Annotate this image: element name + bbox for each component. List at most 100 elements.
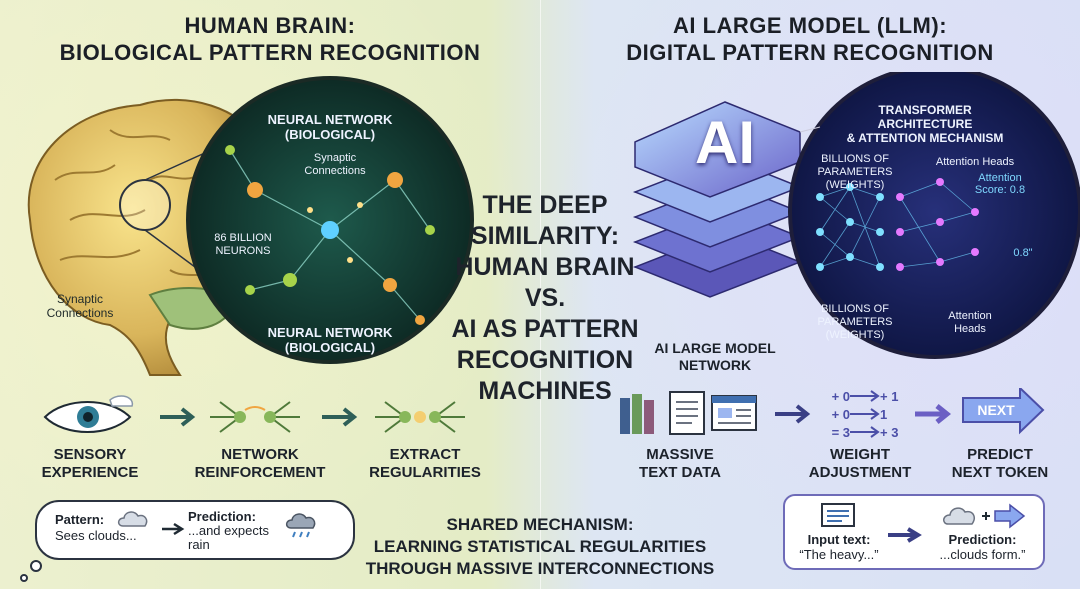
shared-line3: THROUGH MASSIVE INTERCONNECTIONS <box>365 559 715 578</box>
thought-dot-2 <box>20 574 28 582</box>
circle-neurons-label: 86 BILLION NEURONS <box>198 232 288 258</box>
prediction-left-line2: ...and expects <box>188 523 269 538</box>
weight-values-left: + 0 + 0 = 3 <box>810 388 850 442</box>
params-top-line3: (WEIGHTS) <box>825 179 885 191</box>
attention-score-line1: Attention <box>978 172 1022 184</box>
next-token-arrow <box>962 388 1045 435</box>
brain-synaptic-line2: Connections <box>46 306 114 320</box>
right-title: AI LARGE MODEL (LLM): DIGITAL PATTERN RE… <box>570 12 1050 66</box>
prediction-text-right: Prediction: ...clouds form.” <box>930 532 1035 562</box>
params-bottom-line1: BILLIONS OF <box>821 303 889 315</box>
flow-weight-line2: ADJUSTMENT <box>808 464 912 481</box>
cloud-icon-pattern <box>117 511 148 527</box>
ai-illustration <box>632 72 1080 359</box>
circle-neurons-line2: NEURONS <box>215 245 271 257</box>
attention-score-line2: Score: 0.8 <box>974 184 1026 196</box>
params-bottom-line3: (WEIGHTS) <box>825 329 885 341</box>
brain-illustration <box>27 76 474 376</box>
center-line6: RECOGNITION <box>456 346 634 374</box>
weight-right-2: + 3 <box>880 425 899 440</box>
attention-side-score: 0.8" <box>1013 247 1033 259</box>
params-bottom-line2: PARAMETERS <box>817 316 893 328</box>
prediction-left-line3: rain <box>188 537 210 552</box>
input-line1: Input text: <box>807 532 871 547</box>
weight-values-right: + 1 1 + 3 <box>880 388 920 442</box>
weight-left-1: + 0 <box>831 407 850 422</box>
prediction-left-line1: Prediction: <box>188 509 256 524</box>
document-icon <box>669 391 705 435</box>
neural-circle-left <box>186 76 474 364</box>
center-line7: MACHINES <box>478 377 612 405</box>
flow-arrow-2 <box>322 407 358 427</box>
input-text: Input text: “The heavy...” <box>795 532 883 562</box>
transformer-circle <box>788 72 1080 359</box>
flow-sensory-line1: SENSORY <box>53 446 127 463</box>
circle-top-label-line2: (BIOLOGICAL) <box>284 127 376 142</box>
stack-caption-line1: AI LARGE MODEL <box>654 340 776 356</box>
center-line1: THE DEEP <box>482 191 608 219</box>
prediction-right-line1: Prediction: <box>948 532 1017 547</box>
next-label: NEXT <box>977 402 1015 418</box>
heads-bottom-line2: Heads <box>954 323 986 335</box>
thought-dot-1 <box>30 560 42 572</box>
left-title: HUMAN BRAIN: BIOLOGICAL PATTERN RECOGNIT… <box>30 12 510 66</box>
eye-icon <box>43 395 134 433</box>
pattern-text: Pattern: Sees clouds... <box>55 512 155 544</box>
right-flow-arrow-1 <box>775 404 811 424</box>
browser-window-icon <box>711 395 757 431</box>
weight-arrows <box>850 390 880 438</box>
center-line4: VS. <box>524 284 566 312</box>
flow-text-data-line1: MASSIVE <box>646 446 714 463</box>
flow-extract: EXTRACT REGULARITIES <box>350 446 500 482</box>
flow-text-data-line2: TEXT DATA <box>639 464 721 481</box>
circle-synaptic-line2: Connections <box>304 165 366 177</box>
right-flow-icons <box>620 388 1045 438</box>
flow-arrow-1 <box>160 407 196 427</box>
thought-bubble <box>35 500 355 560</box>
left-title-line2: BIOLOGICAL PATTERN RECOGNITION <box>59 40 481 65</box>
brain-synaptic-label: Synaptic Connections <box>30 292 130 320</box>
right-title-line2: DIGITAL PATTERN RECOGNITION <box>626 40 994 65</box>
prediction-text-left: Prediction: ...and expects rain <box>188 510 298 552</box>
circle-bottom-label: NEURAL NETWORK (BIOLOGICAL) <box>250 325 410 355</box>
rain-cloud-icon <box>285 513 316 538</box>
right-flow-arrow-2 <box>915 404 952 424</box>
center-line5: AI AS PATTERN <box>451 315 639 343</box>
params-bottom-label: BILLIONS OF PARAMETERS (WEIGHTS) <box>810 303 900 342</box>
center-line2: SIMILARITY: <box>470 222 620 250</box>
weight-left-2: = 3 <box>831 425 850 440</box>
flow-weight-line1: WEIGHT <box>830 446 890 463</box>
cloud-plus-arrow-icon <box>943 503 1026 529</box>
left-title-line1: HUMAN BRAIN: <box>184 13 356 38</box>
circle-synaptic-line1: Synaptic <box>313 152 357 164</box>
flow-sensory-line2: EXPERIENCE <box>41 464 139 481</box>
circle-top-label-line1: NEURAL NETWORK <box>267 112 393 127</box>
transformer-title-line2: ARCHITECTURE <box>877 117 973 131</box>
transformer-title-line1: TRANSFORMER <box>878 103 972 117</box>
input-line2: “The heavy...” <box>799 547 879 562</box>
books-icon <box>620 394 654 434</box>
flow-predict-line2: NEXT TOKEN <box>951 464 1049 481</box>
transformer-title: TRANSFORMER ARCHITECTURE & ATTENTION MEC… <box>840 103 1010 145</box>
flow-reinforcement-line2: REINFORCEMENT <box>194 464 326 481</box>
flow-text-data: MASSIVE TEXT DATA <box>620 446 740 482</box>
flow-predict: PREDICT NEXT TOKEN <box>940 446 1060 482</box>
flow-reinforcement: NETWORK REINFORCEMENT <box>180 446 340 482</box>
weight-left-0: + 0 <box>831 389 850 404</box>
shared-line1: SHARED MECHANISM: <box>446 515 634 534</box>
circle-neurons-line1: 86 BILLION <box>214 232 272 244</box>
model-stack <box>632 101 803 298</box>
transformer-title-line3: & ATTENTION MECHANISM <box>846 131 1004 145</box>
params-top-label: BILLIONS OF PARAMETERS (WEIGHTS) <box>810 153 900 192</box>
neuron-glows <box>225 145 435 325</box>
heads-top-label: Attention Heads <box>935 156 1015 168</box>
center-line3: HUMAN BRAIN <box>455 253 635 281</box>
weight-right-1: 1 <box>880 407 888 422</box>
shared-line2: LEARNING STATISTICAL REGULARITIES <box>373 537 707 556</box>
circle-synaptic-label: Synaptic Connections <box>290 152 380 178</box>
text-input-icon <box>821 503 855 527</box>
pattern-line1: Pattern: <box>55 512 105 527</box>
flow-reinforcement-line1: NETWORK <box>221 446 299 463</box>
prediction-right-line2: ...clouds form.” <box>939 547 1026 562</box>
pattern-line2: Sees clouds... <box>55 528 137 543</box>
